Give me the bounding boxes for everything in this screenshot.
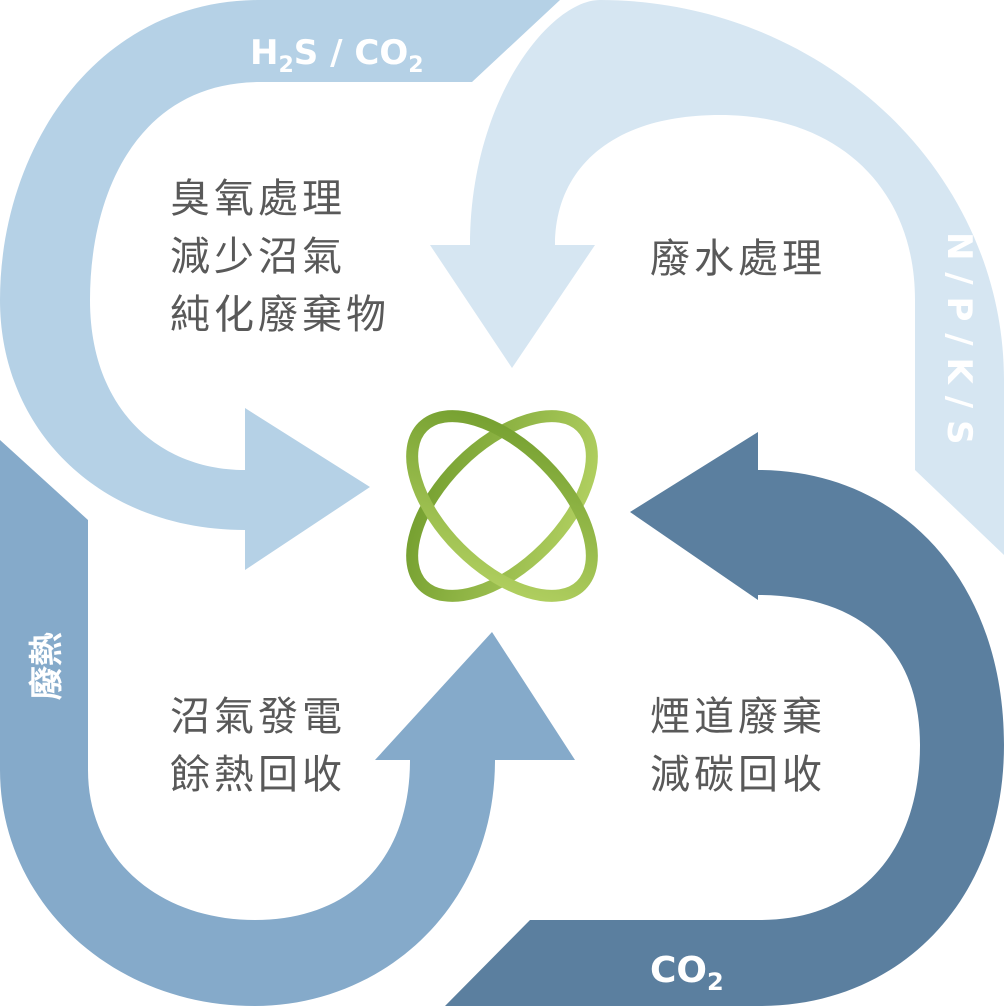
bottom-left-arrow [0, 440, 575, 1006]
bottom-left-text: 沼氣發電 餘熱回收 [170, 688, 346, 804]
quad-line: 減碳回收 [650, 752, 826, 798]
top-right-arrow [430, 0, 1004, 555]
quad-line: 沼氣發電 [170, 694, 346, 740]
quad-line: 純化廢棄物 [170, 292, 390, 338]
waste-heat-label: 廢熱 [27, 632, 67, 700]
h2s-co2-label: H2S / CO2 [250, 33, 424, 78]
quad-line: 減少沼氣 [170, 234, 346, 280]
center-logo [406, 410, 598, 602]
quad-line: 餘熱回收 [170, 752, 346, 798]
top-left-text: 臭氧處理 減少沼氣 純化廢棄物 [170, 170, 390, 344]
quad-line: 廢水處理 [650, 236, 826, 282]
co2-label: CO2 [650, 950, 724, 996]
quad-line: 煙道廢棄 [650, 694, 826, 740]
top-right-text: 廢水處理 [650, 230, 826, 288]
npks-label: N / P / K / S [939, 232, 979, 444]
bottom-right-text: 煙道廢棄 減碳回收 [650, 688, 826, 804]
quad-line: 臭氧處理 [170, 176, 346, 222]
bottom-right-arrow [445, 432, 1004, 1006]
top-left-arrow [0, 0, 560, 570]
